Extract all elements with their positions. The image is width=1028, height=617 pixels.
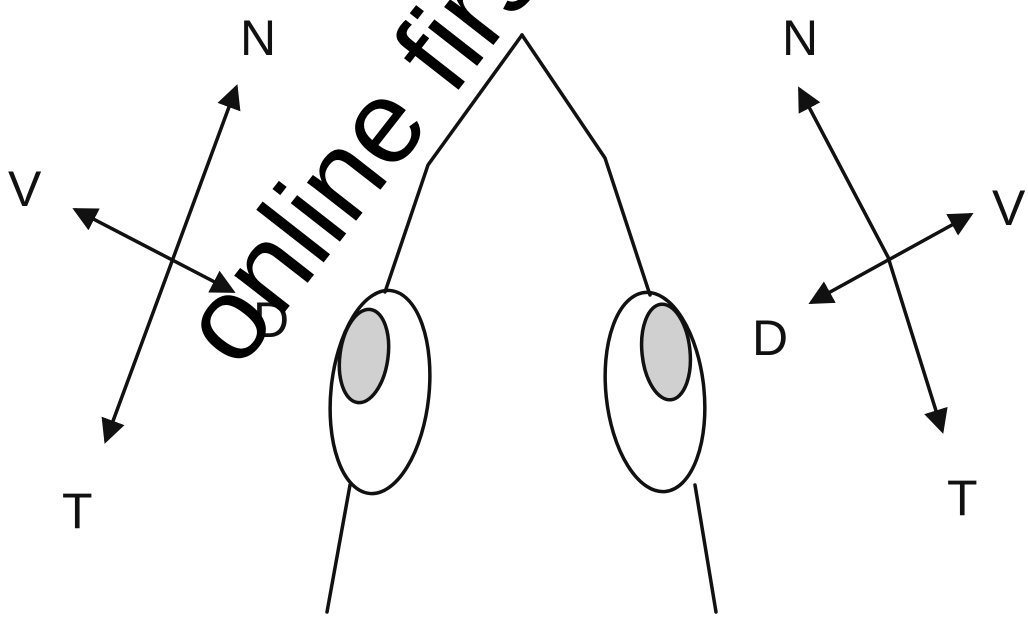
right-label-t: T bbox=[947, 470, 978, 526]
left-label-n: N bbox=[240, 10, 276, 66]
right-contour-line bbox=[522, 35, 650, 295]
left-lower-line bbox=[327, 485, 350, 612]
left-label-v: V bbox=[8, 161, 42, 217]
right-lower-line bbox=[695, 485, 716, 612]
left-eye-lens bbox=[334, 306, 395, 406]
right-label-v: V bbox=[992, 180, 1026, 236]
left-label-t: T bbox=[62, 483, 93, 539]
right-vd-axis bbox=[812, 215, 970, 302]
right-axis-system: N V D T bbox=[752, 10, 1026, 526]
right-label-n: N bbox=[782, 10, 818, 66]
right-label-d: D bbox=[752, 310, 788, 366]
right-nt-axis bbox=[800, 90, 942, 430]
right-eye-lens bbox=[637, 302, 695, 402]
